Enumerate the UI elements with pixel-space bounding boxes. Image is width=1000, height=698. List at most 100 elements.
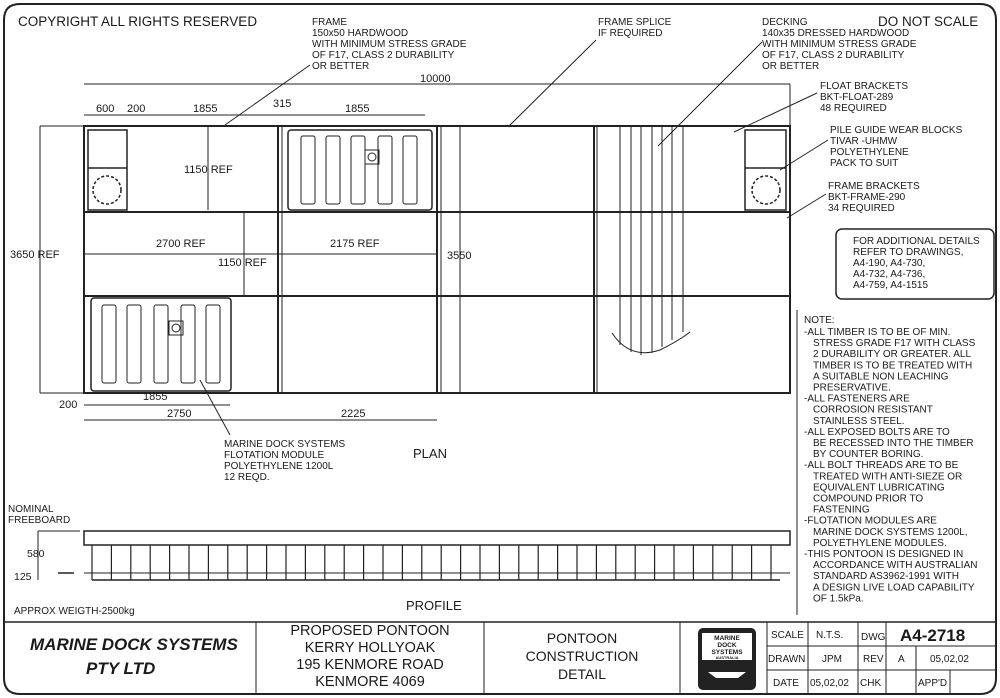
svg-text:SYSTEMS: SYSTEMS [711,649,743,656]
note-line: CORROSION RESISTANT [813,405,933,416]
svg-text:OR BETTER: OR BETTER [312,61,369,72]
drawing-title-2: CONSTRUCTION [526,648,639,664]
svg-text:FOR ADDITIONAL DETAILS: FOR ADDITIONAL DETAILS [853,236,980,247]
project-title: PROPOSED PONTOON [290,623,449,639]
svg-text:150x50 HARDWOOD: 150x50 HARDWOOD [312,28,408,39]
note-line: COMPOUND PRIOR TO [813,494,923,505]
svg-text:OF F17, CLASS 2 DURABILITY: OF F17, CLASS 2 DURABILITY [762,50,905,61]
svg-text:POLYETHYLENE 1200L: POLYETHYLENE 1200L [224,461,334,472]
note-line: STRESS GRADE F17 WITH CLASS [813,338,976,349]
dim-600: 600 [96,103,114,115]
svg-text:BKT-FLOAT-289: BKT-FLOAT-289 [820,92,894,103]
svg-text:PACK TO SUIT: PACK TO SUIT [830,158,898,169]
plan-view [83,125,791,394]
client-name: KERRY HOLLYOAK [305,640,436,656]
svg-text:WITH MINIMUM STRESS GRADE: WITH MINIMUM STRESS GRADE [762,39,917,50]
plan-dimensions: 10000 600 200 1855 315 1855 1150 REF 270… [10,73,791,421]
note-line: TREATED WITH ANTI-SIEZE OR [813,471,962,482]
svg-text:OF F17, CLASS 2 DURABILITY: OF F17, CLASS 2 DURABILITY [312,50,455,61]
profile-view: NOMINAL FREEBOARD 580 125 APPROX WEIGTH-… [8,504,791,617]
dim-overall: 10000 [420,73,451,85]
svg-text:DECKING: DECKING [762,17,808,28]
svg-text:AUSTRALIA: AUSTRALIA [715,655,738,660]
rev-label: REV [863,654,884,665]
svg-text:140x35 DRESSED HARDWOOD: 140x35 DRESSED HARDWOOD [762,28,909,39]
note-line: -THIS PONTOON IS DESIGNED IN [804,549,963,560]
notes-title: NOTE: [804,315,835,326]
dim-1150-ref-a: 1150 REF [184,164,233,176]
svg-text:34 REQUIRED: 34 REQUIRED [828,203,895,214]
note-line: MARINE DOCK SYSTEMS 1200L, [813,527,968,538]
flotation-module-top [287,129,433,211]
svg-text:FRAME BRACKETS: FRAME BRACKETS [828,181,920,192]
note-line: -ALL EXPOSED BOLTS ARE TO [804,427,950,438]
project-suburb: KENMORE 4069 [315,674,425,690]
svg-text:A4-190, A4-730,: A4-190, A4-730, [853,258,925,269]
dim-315: 315 [273,98,291,110]
pile-guide-circle-left [92,175,122,205]
dim-125: 125 [14,571,32,583]
note-line: -FLOTATION MODULES ARE [804,516,937,527]
svg-text:A4-732, A4-736,: A4-732, A4-736, [853,269,925,280]
drawn-value: JPM [822,654,842,665]
frame-splice-callout: FRAME SPLICE IF REQUIRED [507,17,672,128]
note-line: OF 1.5kPa. [813,593,864,604]
svg-text:TIVAR -UHMW: TIVAR -UHMW [830,136,898,147]
do-not-scale-note: DO NOT SCALE [878,14,978,29]
plan-label: PLAN [413,446,447,461]
decking-callout: DECKING 140x35 DRESSED HARDWOOD WITH MIN… [657,17,917,147]
note-line: STAINLESS STEEL. [813,416,905,427]
dim-2175-ref: 2175 REF [330,238,380,250]
svg-text:A4-759, A4-1515: A4-759, A4-1515 [853,280,928,291]
note-line: BE RECESSED INTO THE TIMBER [813,438,974,449]
svg-text:POLYETHYLENE: POLYETHYLENE [830,147,909,158]
svg-text:BKT-FRAME-290: BKT-FRAME-290 [828,192,906,203]
svg-text:MARINE DOCK SYSTEMS: MARINE DOCK SYSTEMS [224,439,345,450]
note-line: EQUIVALENT LUBRICATING [813,482,945,493]
rev-value: A [898,654,905,665]
project-address: 195 KENMORE ROAD [296,657,443,673]
svg-text:MARINE: MARINE [714,635,740,642]
decking-boards [611,126,691,355]
drawing-title-3: DETAIL [558,666,606,682]
rev-date: 05,02,02 [930,654,969,665]
drawing-number: A4-2718 [900,626,965,645]
note-line: ACCORDANCE WITH AUSTRALIAN [813,560,977,571]
note-line: -ALL TIMBER IS TO BE OF MIN. [804,327,950,338]
nominal-freeboard-label: NOMINAL [8,504,54,515]
svg-text:48 REQUIRED: 48 REQUIRED [820,103,887,114]
approx-weight: APPROX WEIGTH-2500kg [14,606,135,617]
note-line: A DESIGN LIVE LOAD CAPABILITY [813,582,975,593]
dim-2700-ref: 2700 REF [156,238,206,250]
dim-1855-c: 1855 [143,391,167,403]
note-line: POLYETHYLENE MODULES. [813,538,947,549]
svg-text:WITH MINIMUM STRESS GRADE: WITH MINIMUM STRESS GRADE [312,39,467,50]
svg-text:OR BETTER: OR BETTER [762,61,819,72]
svg-text:DOCK: DOCK [717,642,736,649]
svg-text:IF REQUIRED: IF REQUIRED [598,28,662,39]
dim-580: 580 [27,548,45,560]
svg-text:REFER TO DRAWINGS,: REFER TO DRAWINGS, [853,247,963,258]
svg-text:FREEBOARD: FREEBOARD [8,515,70,526]
note-line: -ALL BOLT THREADS ARE TO BE [804,460,959,471]
note-line: -ALL FASTENERS ARE [804,394,910,405]
svg-text:FLOTATION MODULE: FLOTATION MODULE [224,450,325,461]
date-value: 05,02,02 [810,678,849,689]
general-notes: NOTE: -ALL TIMBER IS TO BE OF MIN.STRESS… [804,315,977,604]
flotation-module-callout: MARINE DOCK SYSTEMS FLOTATION MODULE POL… [199,379,345,483]
company-suffix: PTY LTD [86,659,155,678]
flotation-module-bottom [90,297,232,392]
pile-guide-circle-right [751,175,781,205]
dim-200-top: 200 [127,103,145,115]
profile-label: PROFILE [406,598,462,613]
dim-2750: 2750 [167,408,191,420]
svg-text:PILE GUIDE WEAR BLOCKS: PILE GUIDE WEAR BLOCKS [830,125,963,136]
date-label: DATE [773,678,799,689]
reference-drawings-box: FOR ADDITIONAL DETAILS REFER TO DRAWINGS… [835,228,995,300]
dim-3650-ref: 3650 REF [10,249,60,261]
svg-text:FRAME SPLICE: FRAME SPLICE [598,17,672,28]
dim-2225: 2225 [341,408,365,420]
note-line: STANDARD AS3962-1991 WITH [813,571,959,582]
dwg-label: DWG [861,632,886,643]
